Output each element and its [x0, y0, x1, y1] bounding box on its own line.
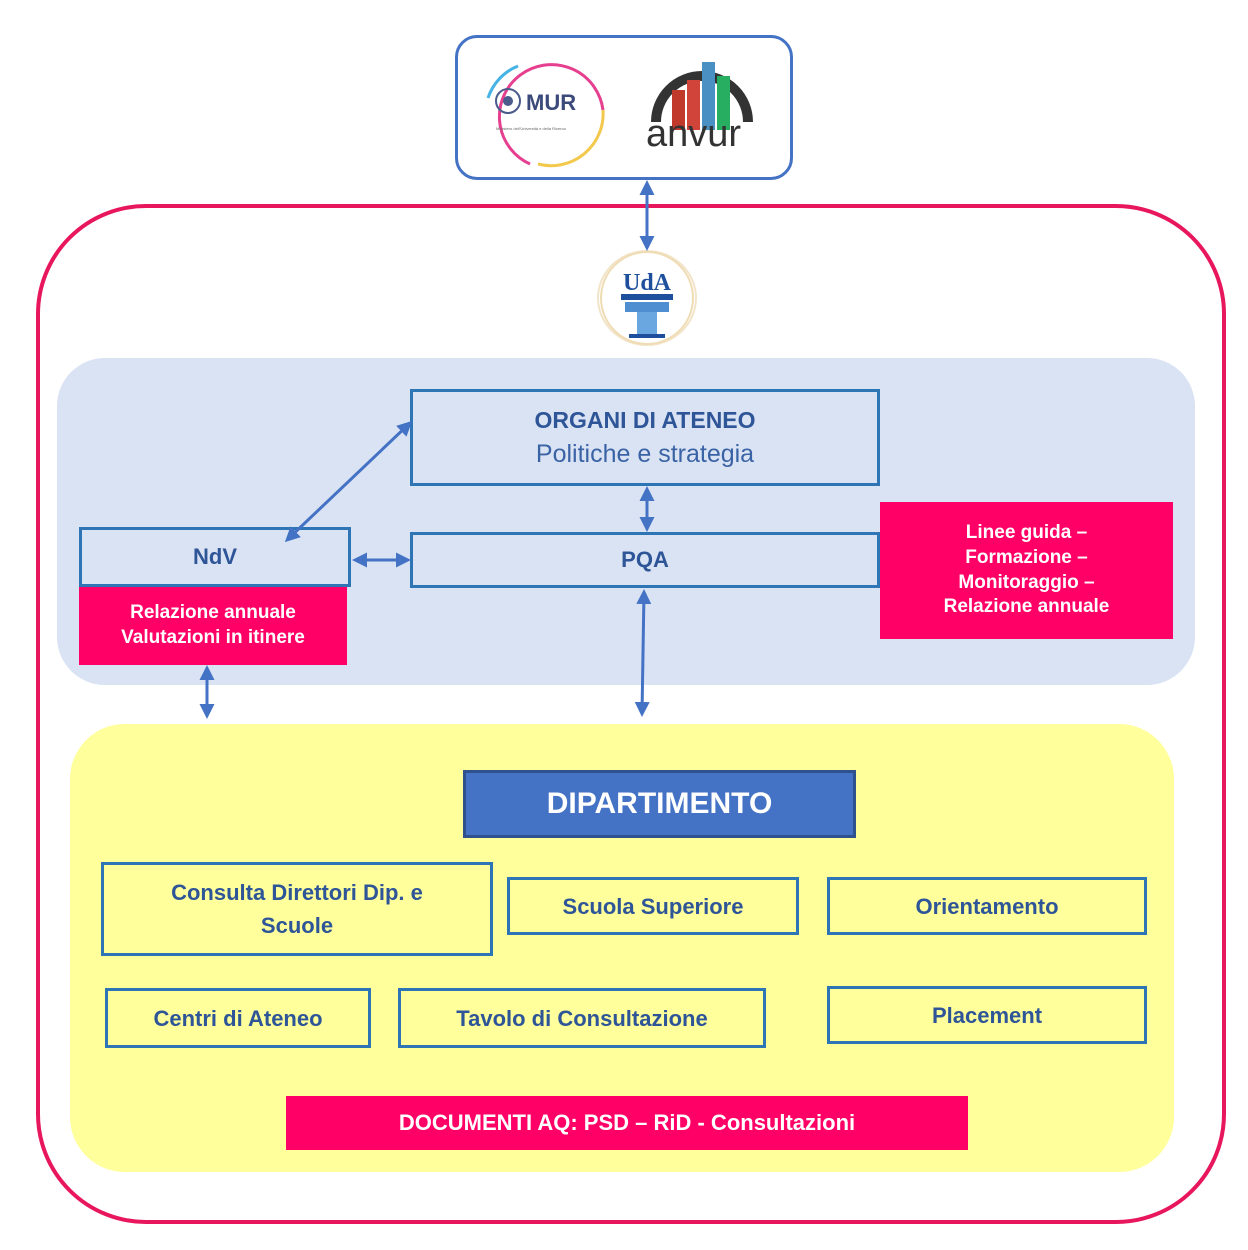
tavolo-di-consultazione-box: Tavolo di Consultazione — [398, 988, 766, 1048]
placement-label: Placement — [931, 1002, 1043, 1028]
ndv-tasks-box: Relazione annuale Valutazioni in itinere — [79, 587, 347, 665]
ndv-label: NdV — [193, 544, 237, 569]
scuola-superiore-label: Scuola Superiore — [562, 893, 744, 919]
organi-title: ORGANI DI ATENEO — [534, 406, 756, 433]
scuola-superiore-box: Scuola Superiore — [507, 877, 799, 935]
organi-subtitle: Politiche e strategia — [535, 439, 755, 468]
orientamento-box: Orientamento — [827, 877, 1147, 935]
ndv-box: NdV — [79, 527, 351, 587]
pqa-note-line4: Relazione annuale — [943, 596, 1110, 618]
centri-di-ateneo-box: Centri di Ateneo — [105, 988, 371, 1048]
mur-logo: MUR Ministero dell'Università e della Ri… — [486, 63, 605, 168]
consulta-line1: Consulta Direttori Dip. e — [171, 880, 423, 905]
pqa-note-line1: Linee guida – — [965, 522, 1088, 544]
uda-text: UdA — [623, 270, 672, 296]
ndv-note-line1: Relazione annuale — [130, 602, 296, 624]
pqa-tasks-box: Linee guida – Formazione – Monitoraggio … — [880, 502, 1173, 639]
pqa-box: PQA — [410, 532, 880, 588]
uda-logo: UdA — [597, 250, 697, 346]
pqa-label: PQA — [621, 547, 669, 572]
anvur-logo: anvur — [646, 62, 753, 155]
mur-text: MUR — [526, 90, 576, 115]
pqa-note-line3: Monitoraggio – — [958, 571, 1095, 593]
ministry-logos: MUR Ministero dell'Università e della Ri… — [486, 62, 753, 168]
dipartimento-header: DIPARTIMENTO — [463, 770, 856, 838]
ministry-logos-box: MUR Ministero dell'Università e della Ri… — [455, 35, 793, 180]
tavolo-label: Tavolo di Consultazione — [456, 1005, 708, 1031]
centri-label: Centri di Ateneo — [153, 1005, 323, 1031]
pqa-note-line2: Formazione – — [965, 546, 1088, 568]
organi-di-ateneo-box: ORGANI DI ATENEO Politiche e strategia — [410, 389, 880, 486]
documenti-aq-box: DOCUMENTI AQ: PSD – RiD - Consultazioni — [286, 1096, 968, 1150]
mur-subtext: Ministero dell'Università e della Ricerc… — [496, 126, 566, 131]
dipartimento-title: DIPARTIMENTO — [546, 787, 773, 820]
consulta-direttori-box: Consulta Direttori Dip. e Scuole — [101, 862, 493, 956]
documenti-label: DOCUMENTI AQ: PSD – RiD - Consultazioni — [398, 1109, 856, 1135]
orientamento-label: Orientamento — [915, 893, 1059, 919]
university-frame — [36, 204, 1226, 1224]
consulta-line2: Scuole — [260, 913, 334, 938]
ndv-note-line2: Valutazioni in itinere — [121, 627, 305, 648]
placement-box: Placement — [827, 986, 1147, 1044]
anvur-text: anvur — [646, 113, 741, 155]
